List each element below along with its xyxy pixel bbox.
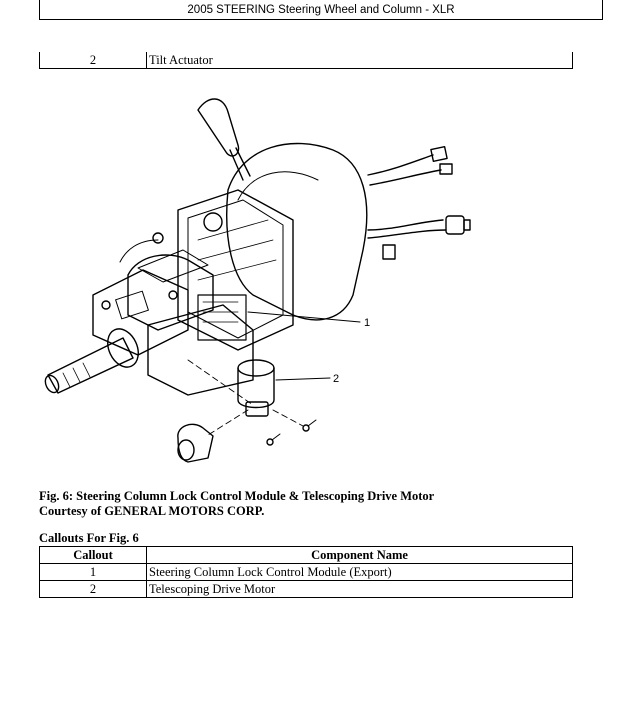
row-component-name: Steering Column Lock Control Module (Exp… (146, 563, 573, 581)
header-component-name: Component Name (146, 546, 573, 564)
column-shroud (226, 142, 368, 321)
shaft-splines (62, 362, 91, 388)
lock-module-wire (119, 239, 159, 263)
fastener-1 (302, 424, 310, 432)
module-1-box (197, 294, 247, 341)
row-callout: 2 (39, 580, 147, 598)
flange-hole-left (101, 300, 111, 310)
column-divider (146, 52, 147, 68)
row-callout: 1 (39, 563, 147, 581)
page-header: 2005 STEERING Steering Wheel and Column … (39, 0, 603, 20)
upper-harness-2 (369, 169, 442, 186)
alignment-line-1 (187, 359, 254, 406)
connector-lower (382, 244, 396, 260)
lower-housing (147, 304, 254, 396)
stalk-arm (229, 147, 251, 181)
connector-right (445, 215, 465, 235)
module-1-detail (202, 301, 239, 323)
lock-module-connector (152, 232, 164, 244)
connector-right-tab (463, 219, 471, 231)
telescope-motor-top (237, 359, 275, 377)
callouts-heading: Callouts For Fig. 6 (39, 531, 139, 545)
flange-hole-right (168, 290, 178, 300)
caption-courtesy: Courtesy of GENERAL MOTORS CORP. (39, 504, 265, 518)
alignment-line-2 (207, 409, 249, 436)
continued-table-row: 2 Tilt Actuator (39, 52, 573, 69)
flange-window (115, 290, 149, 320)
steering-column-illustration: 1 2 (44, 98, 471, 463)
fastener-1-thread (307, 419, 317, 427)
fastener-2-thread (271, 433, 281, 441)
leader-line-2 (275, 377, 331, 381)
leader-line-1 (247, 311, 361, 323)
alignment-line-3 (272, 409, 304, 427)
table-row: 1 Steering Column Lock Control Module (E… (39, 563, 573, 581)
small-actuator-end (177, 439, 195, 461)
connector-upper (430, 145, 448, 163)
right-harness (367, 219, 444, 231)
telescope-motor-body (237, 367, 275, 409)
table-header-row: Callout Component Name (39, 546, 573, 564)
bracket-boss (203, 212, 223, 232)
connector-upper-2 (439, 163, 453, 175)
column-shaft (47, 337, 134, 394)
column-bracket (177, 189, 294, 351)
figure-caption: Fig. 6: Steering Column Lock Control Mod… (39, 489, 434, 519)
caption-title: Fig. 6: Steering Column Lock Control Mod… (39, 489, 435, 503)
telescope-motor-mount (245, 401, 269, 417)
callout-label-2: 2 (333, 373, 339, 385)
row-component: Tilt Actuator (149, 53, 213, 67)
lock-module-body (127, 254, 214, 331)
tilt-flange (92, 269, 189, 356)
right-harness-2 (367, 229, 447, 239)
callout-label-1: 1 (364, 317, 370, 329)
upper-harness (367, 154, 434, 176)
row-callout: 2 (89, 53, 97, 67)
callouts-table: Callout Component Name 1 Steering Column… (39, 546, 573, 598)
bracket-ribs (197, 219, 277, 281)
fastener-2 (266, 438, 274, 446)
lock-module-top (137, 249, 209, 283)
shaft-end (44, 374, 60, 394)
small-actuator (177, 423, 214, 463)
table-row: 2 Telescoping Drive Motor (39, 580, 573, 598)
shaft-collar (107, 328, 139, 368)
shroud-inner-edge (237, 171, 319, 201)
row-component-name: Telescoping Drive Motor (146, 580, 573, 598)
stalk-handle (197, 98, 240, 157)
header-callout: Callout (39, 546, 147, 564)
